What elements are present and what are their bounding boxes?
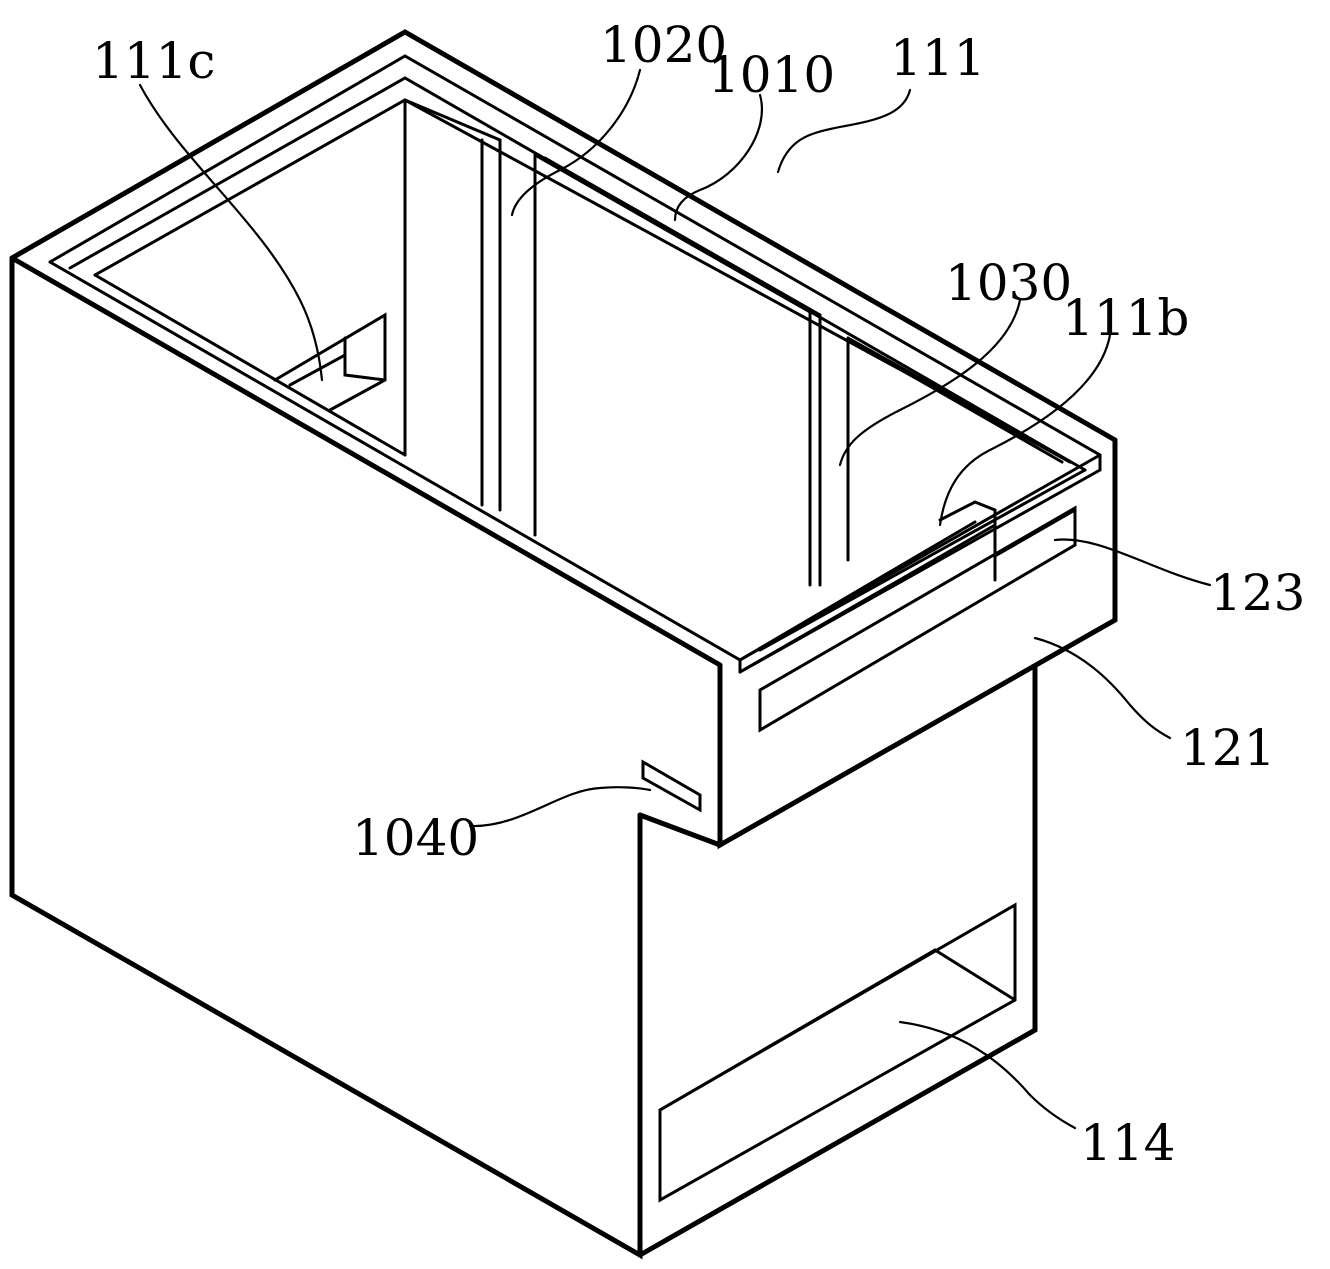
leader-1040 [468,786,652,828]
slot-1040 [641,759,702,813]
slot-123 [758,505,1077,733]
label-1030: 1030 [945,254,1072,312]
label-111b: 111b [1062,289,1189,347]
leader-1030 [838,298,1022,467]
leader-1020 [510,68,642,217]
leader-121 [1033,636,1172,740]
leader-111 [776,88,912,174]
label-1020: 1020 [600,16,727,74]
channel-111b [738,500,997,674]
label-114: 114 [1080,1114,1175,1172]
window-111c [273,312,387,412]
label-111: 111 [890,29,985,87]
leader-111c [138,83,324,382]
housing-outline [9,29,1118,1260]
leader-lines [138,68,1212,1130]
leader-123 [1053,538,1212,587]
leader-111b [938,333,1112,527]
label-111c: 111c [92,32,215,90]
partitions [403,98,1072,587]
leader-114 [898,1020,1077,1130]
label-1040: 1040 [352,809,479,867]
label-123: 123 [1210,564,1305,622]
leader-1010 [673,93,763,222]
label-121: 121 [1180,719,1275,777]
opening-114 [658,902,1017,1203]
label-1010: 1010 [708,46,835,104]
reference-labels: 111c 1020 1010 111 1030 111b 123 121 104… [92,16,1305,1172]
